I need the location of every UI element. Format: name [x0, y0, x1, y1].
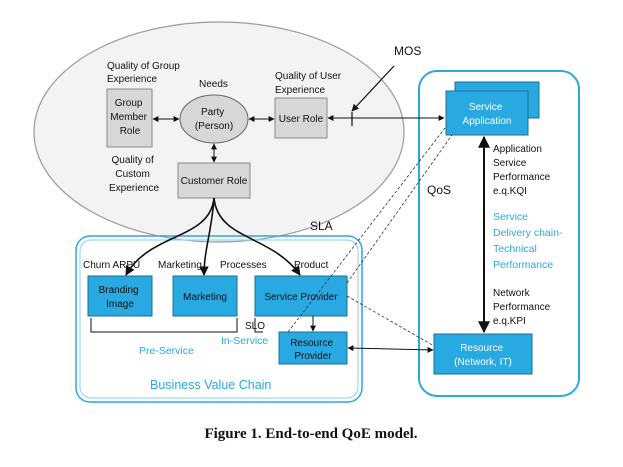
party-person-node	[179, 94, 249, 144]
business-value-chain-frame	[75, 235, 363, 403]
service-application-text: Service Application	[463, 102, 512, 127]
group-member-role-box	[106, 88, 153, 148]
user-role-text: User Role	[279, 114, 324, 125]
customer-marketing-arrow	[199, 197, 215, 276]
pre-service-label: Pre-Service	[139, 345, 194, 357]
delivery-chain-frame	[418, 70, 580, 397]
customer-branding-arrow	[125, 197, 215, 276]
qos-label: QoS	[427, 183, 451, 197]
marketing-box	[172, 275, 238, 317]
dashed-link-1	[287, 127, 446, 333]
in-service-bracket	[254, 318, 263, 333]
dashed-link-3	[346, 295, 435, 347]
resource-provider-box	[278, 331, 348, 365]
figure-caption: Figure 1. End-to-end QoE model.	[204, 426, 417, 442]
in-service-label: In-Service	[221, 335, 268, 347]
user-experience-label: Quality of User Experience	[275, 71, 344, 96]
rp-resource-arrow	[347, 345, 434, 353]
churn-arpu-label: Churn ARPU	[83, 260, 140, 271]
resource-box	[433, 333, 533, 375]
customer-role-text: Customer Role	[181, 176, 248, 187]
customer-service-provider-arrow	[213, 197, 301, 276]
party-text: Party (Person)	[195, 107, 233, 132]
business-value-chain-title: Business Value Chain	[150, 378, 271, 392]
service-application-box	[445, 90, 529, 136]
branding-image-box	[87, 275, 153, 317]
needs-label: Needs	[199, 79, 228, 90]
service-provider-text: Service Provider	[264, 292, 338, 303]
branding-image-text: Branding Image	[99, 285, 142, 310]
resource-provider-text: Resource Provider	[290, 338, 336, 362]
marketing-box-text: Marketing	[183, 292, 227, 303]
processes-label: Processes	[220, 260, 267, 271]
delivery-chain-title: Service Delivery chain- Technical Perfor…	[493, 211, 565, 271]
mos-pointer-arrow	[351, 65, 395, 112]
app-performance-label: Application Service Performance e.q.KQI	[493, 144, 553, 197]
service-provider-box	[254, 275, 348, 317]
slo-label: SLO	[245, 321, 265, 332]
marketing-label: Marketing	[158, 260, 202, 271]
mos-label: MOS	[394, 44, 421, 58]
group-member-role-text: Group Member Role	[110, 98, 149, 137]
resource-text: Resource (Network, IT)	[454, 343, 512, 368]
group-experience-label: Quality of Group Experience	[107, 61, 183, 85]
product-label: Product	[294, 260, 329, 271]
sla-label: SLA	[310, 219, 333, 233]
dashed-link-2	[346, 134, 453, 284]
business-value-chain-inner-frame	[79, 239, 359, 399]
user-role-box	[274, 97, 328, 139]
network-performance-label: Network Performance e.q.KPI	[493, 288, 553, 327]
customer-role-box	[177, 162, 251, 199]
pre-service-bracket	[90, 318, 238, 333]
custom-experience-label: Quality of Custom Experience	[109, 155, 159, 194]
